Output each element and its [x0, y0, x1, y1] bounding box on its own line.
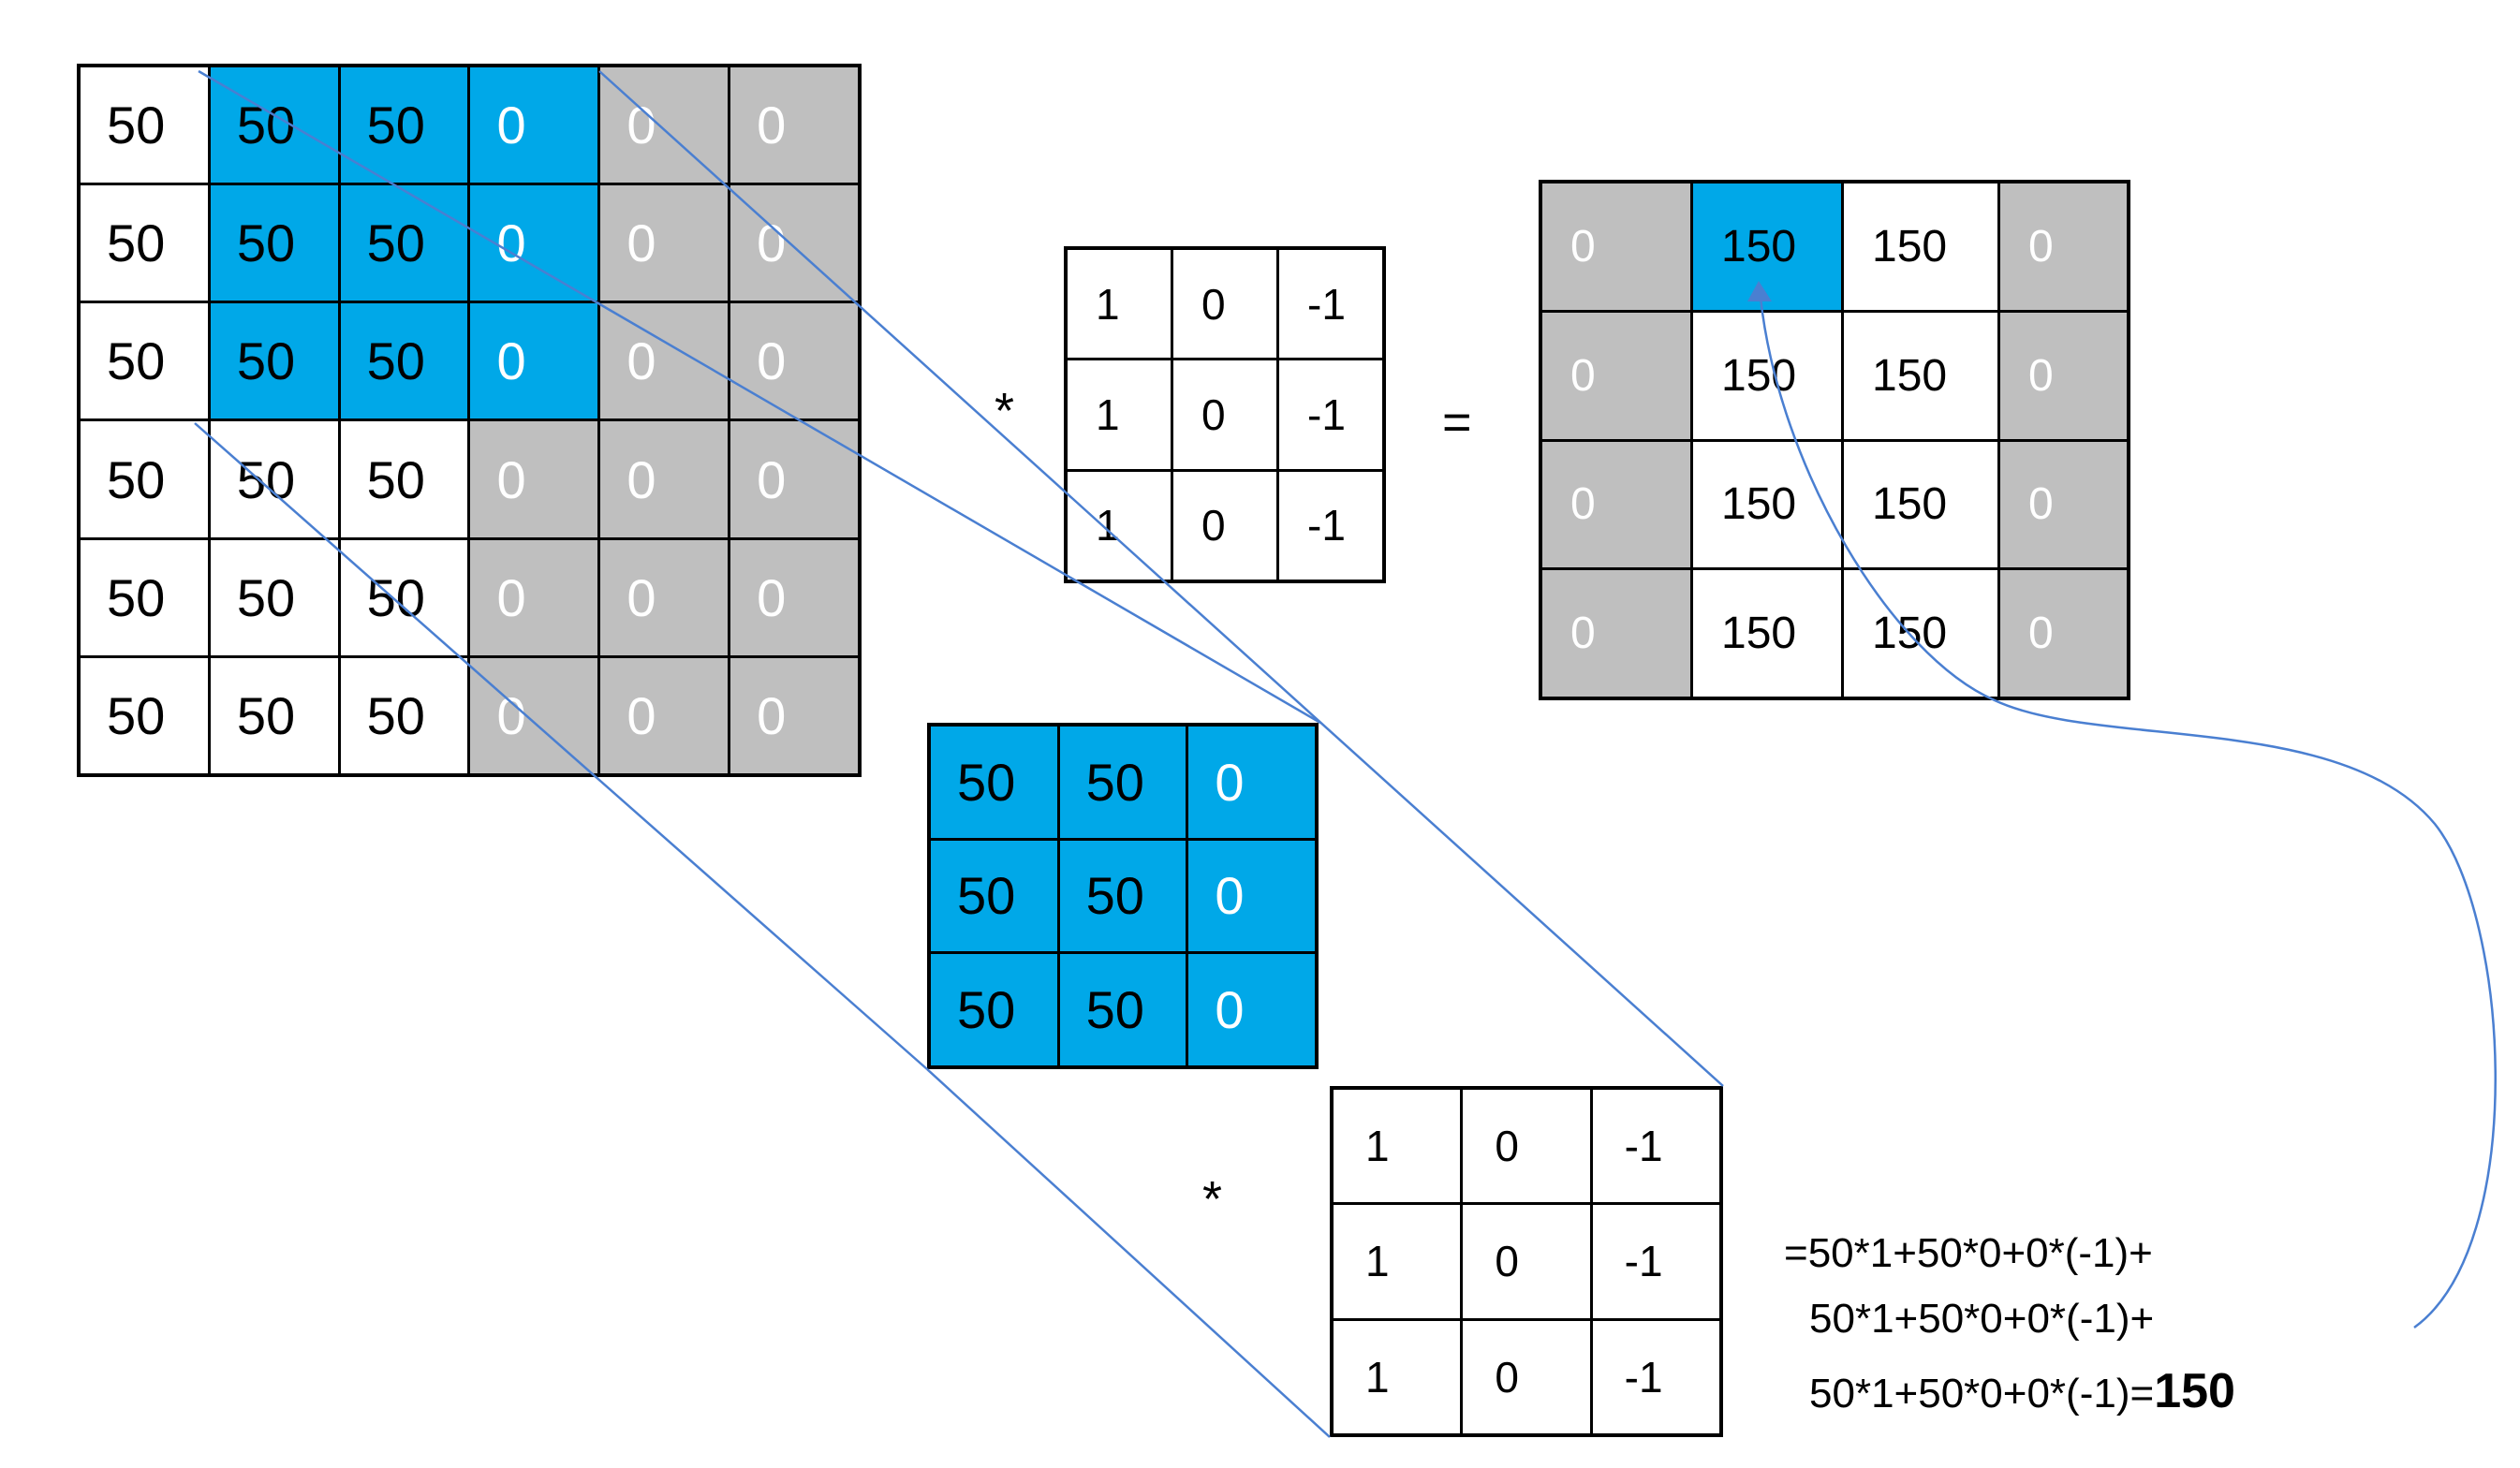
input-cell-r6-c6: 0	[730, 657, 858, 773]
kernel-top-cell-r3-c1: 1	[1068, 471, 1171, 580]
input-cell-r6-c3: 50	[340, 657, 468, 773]
input-cell-r3-c2: 50	[210, 303, 338, 419]
input-cell-r1-c5: 0	[600, 67, 729, 184]
kernel-bottom-cell-r3-c1: 1	[1334, 1320, 1461, 1433]
kernel-bottom-cell-r3-c2: 0	[1463, 1320, 1590, 1433]
formula-line-1: =50*1+50*0+0*(-1)+	[1784, 1230, 2153, 1276]
input-cell-r3-c1: 50	[81, 303, 208, 419]
input-cell-r6-c5: 0	[600, 657, 729, 773]
input-cell-r5-c3: 50	[340, 539, 468, 655]
input-cell-r3-c4: 0	[470, 303, 598, 419]
input-cell-r3-c6: 0	[730, 303, 858, 419]
input-cell-r4-c5: 0	[600, 421, 729, 537]
input-cell-r4-c4: 0	[470, 421, 598, 537]
input-cell-r1-c6: 0	[730, 67, 858, 184]
patch-cell-r3-c1: 50	[931, 954, 1057, 1065]
kernel-top-cell-r2-c2: 0	[1173, 360, 1276, 469]
output-cell-r2-c4: 0	[2000, 312, 2127, 439]
kernel-top-cell-r3-c3: -1	[1279, 471, 1382, 580]
convolution-operator-top: *	[995, 383, 1015, 439]
input-cell-r4-c2: 50	[210, 421, 338, 537]
output-cell-r4-c2: 150	[1693, 570, 1841, 697]
kernel-bottom-cell-r1-c3: -1	[1592, 1090, 1719, 1203]
input-cell-r6-c1: 50	[81, 657, 208, 773]
output-cell-r4-c3: 150	[1844, 570, 1997, 697]
output-cell-r3-c3: 150	[1844, 441, 1997, 568]
input-cell-r1-c4: 0	[470, 67, 598, 184]
output-cell-r3-c4: 0	[2000, 441, 2127, 568]
kernel-bottom-cell-r2-c2: 0	[1463, 1205, 1590, 1318]
input-cell-r5-c6: 0	[730, 539, 858, 655]
input-cell-r2-c5: 0	[600, 185, 729, 301]
input-cell-r1-c2: 50	[210, 67, 338, 184]
patch-cell-r2-c1: 50	[931, 840, 1057, 952]
kernel-bottom-cell-r1-c1: 1	[1334, 1090, 1461, 1203]
output-cell-r2-c3: 150	[1844, 312, 1997, 439]
output-cell-r4-c4: 0	[2000, 570, 2127, 697]
output-cell-r1-c1: 0	[1542, 184, 1690, 310]
kernel-top-cell-r3-c2: 0	[1173, 471, 1276, 580]
kernel-top-cell-r1-c3: -1	[1279, 250, 1382, 359]
output-cell-r1-c3: 150	[1844, 184, 1997, 310]
patch-cell-r1-c1: 50	[931, 727, 1057, 838]
input-cell-r2-c6: 0	[730, 185, 858, 301]
input-cell-r3-c3: 50	[340, 303, 468, 419]
input-cell-r1-c3: 50	[340, 67, 468, 184]
formula-line-2: 50*1+50*0+0*(-1)+	[1809, 1296, 2155, 1342]
output-cell-r2-c2: 150	[1693, 312, 1841, 439]
kernel-bottom-cell-r1-c2: 0	[1463, 1090, 1590, 1203]
input-cell-r4-c3: 50	[340, 421, 468, 537]
input-cell-r5-c1: 50	[81, 539, 208, 655]
output-cell-r1-c2: 150	[1693, 184, 1841, 310]
kernel-top-cell-r1-c1: 1	[1068, 250, 1171, 359]
equals-operator: =	[1442, 394, 1472, 450]
formula-line-3: 50*1+50*0+0*(-1)=150	[1809, 1363, 2235, 1419]
input-cell-r5-c5: 0	[600, 539, 729, 655]
input-cell-r5-c2: 50	[210, 539, 338, 655]
kernel-top-cell-r2-c1: 1	[1068, 360, 1171, 469]
input-cell-r2-c4: 0	[470, 185, 598, 301]
patch-cell-r3-c2: 50	[1059, 954, 1186, 1065]
output-cell-r3-c1: 0	[1542, 441, 1690, 568]
input-cell-r1-c1: 50	[81, 67, 208, 184]
input-cell-r2-c1: 50	[81, 185, 208, 301]
input-cell-r4-c6: 0	[730, 421, 858, 537]
input-cell-r3-c5: 0	[600, 303, 729, 419]
kernel-bottom-cell-r2-c3: -1	[1592, 1205, 1719, 1318]
patch-cell-r3-c3: 0	[1188, 954, 1315, 1065]
output-cell-r2-c1: 0	[1542, 312, 1690, 439]
kernel-top-cell-r2-c3: -1	[1279, 360, 1382, 469]
convolution-operator-bottom: *	[1202, 1171, 1223, 1227]
output-cell-r3-c2: 150	[1693, 441, 1841, 568]
formula-line-3-text: 50*1+50*0+0*(-1)=	[1809, 1371, 2155, 1417]
output-cell-r4-c1: 0	[1542, 570, 1690, 697]
kernel-bottom-cell-r2-c1: 1	[1334, 1205, 1461, 1318]
input-cell-r6-c2: 50	[210, 657, 338, 773]
input-cell-r6-c4: 0	[470, 657, 598, 773]
patch-cell-r2-c2: 50	[1059, 840, 1186, 952]
kernel-bottom-cell-r3-c3: -1	[1592, 1320, 1719, 1433]
output-cell-r1-c4: 0	[2000, 184, 2127, 310]
input-cell-r5-c4: 0	[470, 539, 598, 655]
kernel-top-cell-r1-c2: 0	[1173, 250, 1276, 359]
input-cell-r4-c1: 50	[81, 421, 208, 537]
projection-line-4	[926, 1068, 1331, 1438]
input-cell-r2-c3: 50	[340, 185, 468, 301]
formula-result: 150	[2154, 1364, 2235, 1418]
patch-cell-r1-c2: 50	[1059, 727, 1186, 838]
patch-cell-r1-c3: 0	[1188, 727, 1315, 838]
patch-cell-r2-c3: 0	[1188, 840, 1315, 952]
input-cell-r2-c2: 50	[210, 185, 338, 301]
